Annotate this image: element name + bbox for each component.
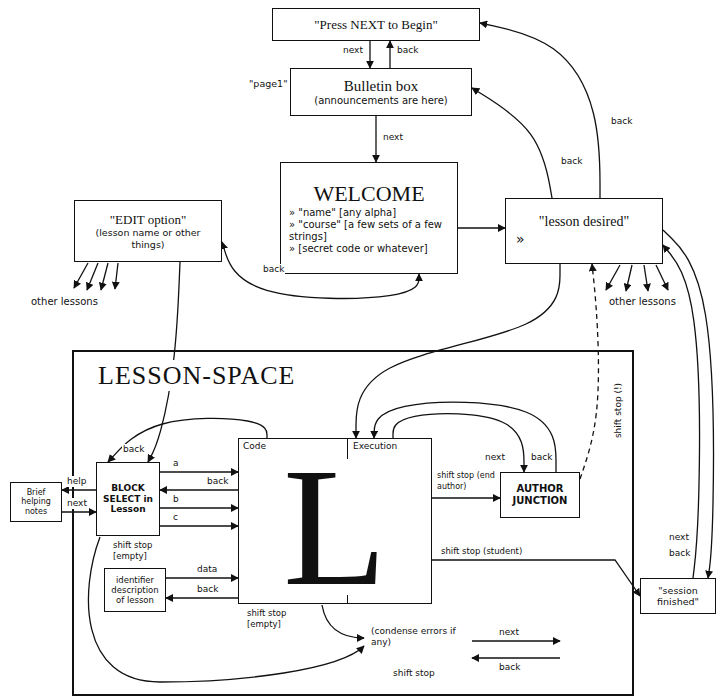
edge-label: help bbox=[66, 476, 87, 487]
node-text: Execution bbox=[353, 441, 397, 452]
edit-box: "EDIT option"(lesson name or other thing… bbox=[74, 200, 222, 262]
fan-arrow bbox=[626, 265, 632, 291]
edge-label: next bbox=[484, 452, 506, 463]
node-heading: "Press NEXT to Begin" bbox=[279, 17, 473, 33]
flow-arrow bbox=[472, 640, 560, 641]
start-box: "Press NEXT to Begin" bbox=[272, 8, 480, 41]
edge-label: shift stop (!) bbox=[613, 381, 624, 438]
edge-label: back bbox=[262, 264, 285, 275]
note-label: other lessons bbox=[608, 296, 677, 307]
node-heading: "lesson desired" bbox=[516, 214, 652, 231]
node-heading: identifier description of lesson bbox=[108, 575, 162, 606]
identifier-box: identifier description of lesson bbox=[104, 568, 166, 612]
node-heading: LESSON-SPACE bbox=[95, 360, 298, 391]
fan-arrow bbox=[115, 263, 118, 289]
edge-label: back bbox=[122, 444, 145, 455]
connector-arrow bbox=[160, 489, 238, 490]
node-text: » bbox=[516, 231, 652, 248]
node-heading: Brief helping notes bbox=[14, 488, 58, 517]
lesson-box: "lesson desired"» bbox=[505, 198, 663, 264]
lesson-space-region: BLOCK SELECT in Lesson identifier descrip… bbox=[72, 350, 634, 696]
connector-arrow bbox=[160, 507, 238, 508]
edge-label: next bbox=[668, 532, 690, 543]
connector-arrow bbox=[432, 497, 500, 498]
note-label: other lessons bbox=[30, 296, 99, 307]
connector-arrow bbox=[62, 489, 96, 490]
note-label: "page1" bbox=[248, 78, 289, 89]
fan-arrow bbox=[74, 263, 88, 288]
node-text: » "name" [any alpha] bbox=[289, 207, 449, 219]
connector-arrow bbox=[369, 41, 370, 68]
edge-label: b bbox=[172, 494, 180, 505]
edge-label: back bbox=[668, 548, 691, 559]
edge-label: back bbox=[196, 584, 219, 595]
node-text: L bbox=[280, 459, 390, 595]
note-label: back bbox=[498, 662, 521, 673]
node-text: (announcements are here) bbox=[296, 95, 466, 107]
note-label: shift stop [empty] bbox=[246, 608, 310, 630]
connector-arrow bbox=[166, 577, 238, 578]
connector-arrow bbox=[432, 560, 640, 596]
connector-arrow bbox=[458, 227, 505, 228]
edge-label: next bbox=[382, 132, 404, 143]
edge-label: c bbox=[172, 512, 179, 523]
edge-label: next bbox=[342, 45, 364, 56]
edge-label: a bbox=[172, 458, 180, 469]
edge-label: back bbox=[610, 116, 633, 127]
fan-arrow bbox=[87, 263, 98, 290]
node-heading: "EDIT option" bbox=[80, 212, 216, 228]
bulletin-box: Bulletin box(announcements are here) bbox=[290, 68, 472, 116]
flow-arrow bbox=[472, 657, 560, 658]
block-select-box: BLOCK SELECT in Lesson bbox=[96, 462, 160, 536]
connector-arrow bbox=[389, 41, 390, 68]
edge-label: back bbox=[396, 45, 419, 56]
edge-label: back bbox=[560, 156, 583, 167]
author-box: AUTHOR JUNCTION bbox=[500, 472, 580, 518]
edge-label: shift stop (end author) bbox=[436, 470, 500, 492]
node-text: » "course" [a few sets of a few strings] bbox=[289, 219, 449, 243]
node-heading: AUTHOR JUNCTION bbox=[505, 483, 575, 507]
flow-curve bbox=[322, 605, 364, 638]
edge-label: back bbox=[530, 452, 553, 463]
welcome-box: WELCOME» "name" [any alpha]» "course" [a… bbox=[280, 162, 458, 274]
edge-label: shift stop (student) bbox=[440, 546, 523, 557]
connector-arrow bbox=[580, 264, 598, 479]
node-text: (lesson name or other things) bbox=[80, 227, 216, 250]
connector-arrow bbox=[160, 471, 238, 472]
note-label: shift stop bbox=[392, 668, 436, 679]
connector-arrow bbox=[663, 245, 699, 578]
edge-label: next bbox=[66, 498, 88, 509]
connector-arrow bbox=[472, 88, 552, 198]
note-label: next bbox=[498, 627, 520, 638]
code-execution-box: Code ExecutionL bbox=[238, 438, 432, 604]
note-label: (condense errors if any) bbox=[370, 626, 468, 648]
node-heading: Code bbox=[243, 441, 266, 452]
fan-arrow bbox=[656, 265, 668, 290]
edge-label: data bbox=[196, 564, 218, 575]
connector-arrow bbox=[375, 116, 376, 162]
session-box: "session finished" bbox=[640, 578, 716, 614]
notes-box: Brief helping notes bbox=[10, 482, 62, 522]
node-heading: WELCOME bbox=[289, 181, 449, 207]
note-label: shift stop [empty] bbox=[112, 540, 166, 562]
edge-label: back bbox=[206, 476, 229, 487]
node-text: » [secret code or whatever] bbox=[289, 243, 449, 255]
connector-arrow bbox=[166, 597, 238, 598]
fan-arrow bbox=[606, 265, 620, 290]
connector-arrow bbox=[160, 525, 238, 526]
node-heading: Bulletin box bbox=[296, 77, 466, 95]
fan-arrow bbox=[644, 265, 648, 291]
connector-arrow bbox=[480, 23, 600, 198]
connector-arrow bbox=[62, 511, 96, 512]
fan-arrow bbox=[101, 263, 108, 290]
node-heading: "session finished" bbox=[645, 585, 711, 608]
node-heading: BLOCK SELECT in Lesson bbox=[100, 483, 156, 515]
connector-arrow bbox=[663, 230, 713, 578]
